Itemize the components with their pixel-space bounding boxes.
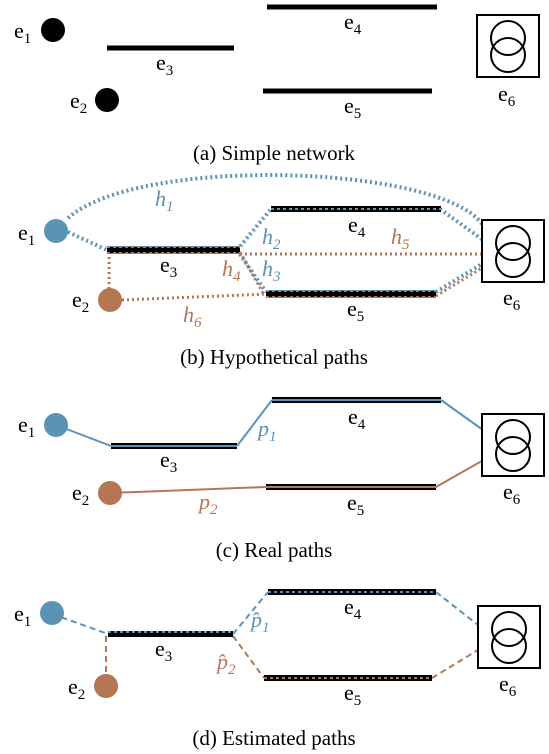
path-e1-e3-line [67, 230, 108, 252]
path-h2-line [235, 207, 273, 252]
path-phat2-line-c [431, 649, 479, 679]
path-p1-label: p1 [256, 416, 277, 445]
node-e6-label: e6 [498, 81, 516, 110]
panel-c-real-paths: e1 e2 e3 e4 e5 e6 p1 p2 (c) Real paths [18, 397, 545, 562]
node-e6-transformer-icon [476, 14, 540, 78]
node-e6-transformer-icon [481, 219, 545, 283]
node-e2-dot [94, 674, 118, 698]
node-e6-transformer-icon [477, 605, 541, 669]
path-p1-line-b [236, 399, 273, 447]
node-e1-dot [44, 219, 68, 243]
link-e5-label: e5 [347, 490, 364, 519]
path-p2-label: p2 [197, 489, 218, 518]
link-e3-label: e3 [160, 447, 177, 476]
panel-a-simple-network: e1 e2 e3 e4 e5 e6 (a) Simple network [14, 4, 540, 165]
node-e2-dot [98, 481, 122, 505]
link-e5-label: e5 [347, 296, 364, 325]
caption-c: (c) Real paths [216, 538, 333, 562]
path-h4-label: h4 [222, 256, 241, 285]
path-h3-label: h3 [262, 256, 281, 285]
panel-d-estimated-paths: e1 e2 e3 e4 e5 e6 p̂1 p̂2 (d) Estimated … [14, 589, 541, 750]
caption-b: (b) Hypothetical paths [180, 345, 368, 369]
link-e3-label: e3 [155, 636, 172, 665]
node-e2-label: e2 [70, 88, 87, 117]
node-e1-dot [44, 413, 68, 437]
path-p2-line-a [109, 486, 267, 494]
path-e5-e6-blue-line [434, 262, 484, 294]
node-e2-dot [98, 288, 122, 312]
path-phat1-label: p̂1 [249, 607, 270, 636]
panel-b-hypothetical-paths: e1 e2 e3 e4 e5 e6 h1 h2 h3 h4 h5 h6 (b) … [18, 173, 545, 369]
node-e6-label: e6 [503, 285, 521, 314]
path-h6-line [121, 292, 269, 302]
path-e5-e6-orange-line [435, 266, 483, 298]
link-e4-label: e4 [348, 212, 366, 241]
path-h6-label: h6 [183, 302, 202, 331]
node-e1-dot [40, 601, 64, 625]
path-phat1-line-c [435, 591, 479, 626]
link-e3-label: e3 [156, 50, 173, 79]
link-e4-label: e4 [348, 404, 366, 433]
node-e1-label: e1 [14, 18, 31, 47]
caption-a: (a) Simple network [193, 141, 356, 165]
node-e6-label: e6 [499, 671, 517, 700]
path-phat1-line-b [232, 591, 269, 635]
path-p1-line-c [440, 399, 484, 431]
path-h5-label: h5 [391, 224, 410, 253]
node-e1-label: e1 [14, 601, 31, 630]
link-e4-label: e4 [344, 9, 362, 38]
node-e1-dot [41, 18, 65, 42]
path-h4-line [238, 251, 266, 296]
link-e4-label: e4 [344, 594, 362, 623]
node-e1-label: e1 [18, 412, 35, 441]
path-h2-label: h2 [262, 224, 281, 253]
link-e5-label: e5 [344, 680, 361, 709]
link-e3-label: e3 [160, 252, 177, 281]
path-h3-line [235, 248, 268, 294]
path-phat2-line-b [232, 635, 265, 679]
node-e6-transformer-icon [481, 413, 545, 477]
node-e2-label: e2 [72, 287, 89, 316]
path-e4-e6-line [438, 207, 485, 242]
node-e2-label: e2 [72, 480, 89, 509]
node-e6-label: e6 [503, 479, 521, 508]
node-e2-dot [95, 88, 119, 112]
path-p2-line-b [435, 457, 488, 488]
link-e5-label: e5 [344, 93, 361, 122]
node-e2-label: e2 [68, 674, 85, 703]
path-h1-line [66, 173, 484, 226]
caption-d: (d) Estimated paths [192, 726, 355, 750]
path-h1-label: h1 [155, 186, 174, 215]
path-phat2-label: p̂2 [215, 649, 236, 678]
node-e1-label: e1 [18, 220, 35, 249]
